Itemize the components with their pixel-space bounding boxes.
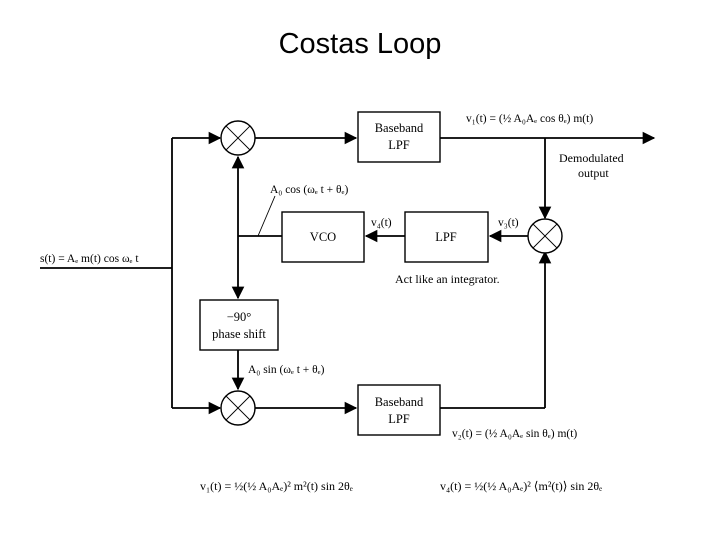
input-signal-label: s(t) = Aₑ m(t) cos ωₑ t <box>40 253 139 265</box>
top-baseband-lpf-block <box>357 111 441 163</box>
equation-v1: v₁(t) = ½(½ A₀Aₑ)² m²(t) sin 2θₑ <box>200 479 353 493</box>
vco-sin-label: A₀ sin (ωₑ t + θₑ) <box>248 364 325 376</box>
loop-lpf-block <box>404 211 489 263</box>
v3-signal-label: v₃(t) <box>498 217 519 229</box>
v2-signal-label: v₂(t) = (½ A₀Aₑ sin θₑ) m(t) <box>452 428 577 440</box>
top-lpf-label-2: LPF <box>388 138 410 152</box>
output-label-2: output <box>578 166 609 180</box>
bottom-baseband-lpf-block <box>357 384 441 436</box>
phase-shift-label-1: −90° <box>227 310 252 324</box>
output-label-1: Demodulated <box>559 151 624 165</box>
bottom-mixer <box>220 390 256 426</box>
equation-v4: v₄(t) = ½(½ A₀Aₑ)² ⟨m²(t)⟩ sin 2θₑ <box>440 479 602 493</box>
cos-label-leader <box>257 195 276 237</box>
loop-lpf-label: LPF <box>435 230 457 244</box>
page-title: Costas Loop <box>278 28 442 60</box>
top-mixer <box>220 120 256 156</box>
top-lpf-label-1: Baseband <box>375 121 424 135</box>
v1-signal-label: v₁(t) = (½ A₀Aₑ cos θₑ) m(t) <box>466 113 593 125</box>
bottom-lpf-label-2: LPF <box>388 412 410 426</box>
right-mixer <box>527 218 563 254</box>
vco-label: VCO <box>310 230 336 244</box>
vco-cos-label: A₀ cos (ωₑ t + θₑ) <box>270 184 349 196</box>
bottom-lpf-label-1: Baseband <box>375 395 424 409</box>
vco-block <box>281 211 365 263</box>
phase-shift-label-2: phase shift <box>212 327 266 341</box>
v4-signal-label: v₄(t) <box>371 217 392 229</box>
integrator-note: Act like an integrator. <box>395 272 500 286</box>
phase-shift-block <box>199 299 279 351</box>
